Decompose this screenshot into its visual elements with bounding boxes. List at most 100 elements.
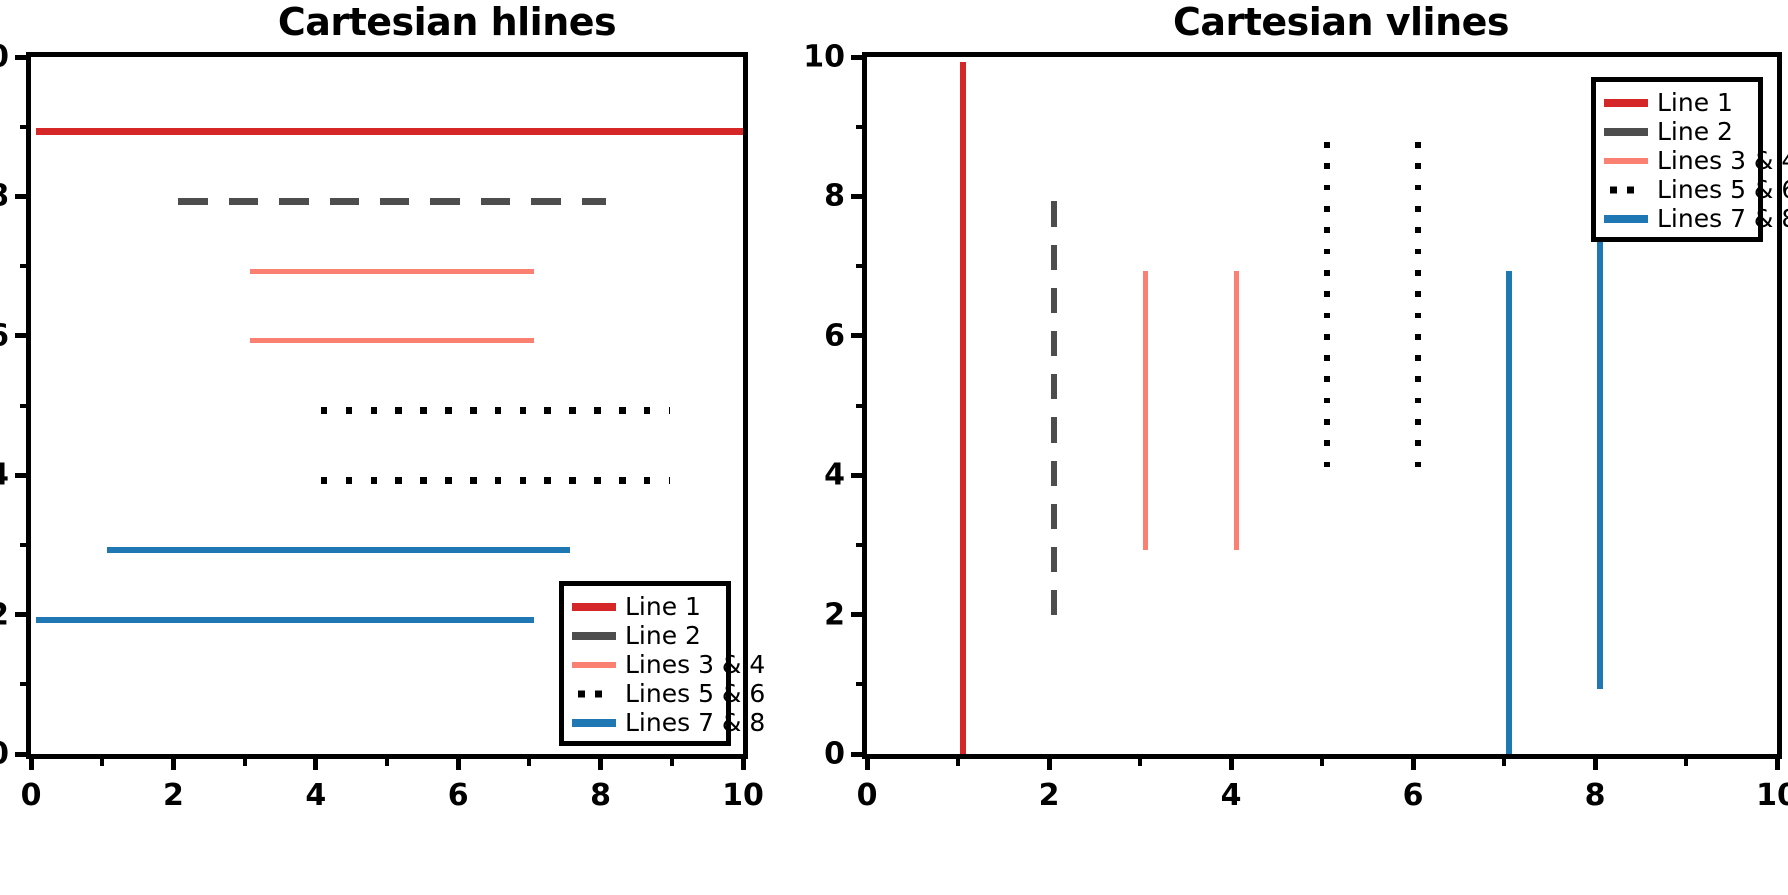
- data-line-2-seg: [228, 197, 259, 205]
- x-tick-major: [170, 756, 176, 770]
- y-tick-minor: [20, 124, 30, 129]
- y-tick-minor: [856, 682, 866, 687]
- data-line-6-seg: [569, 476, 576, 484]
- legend-item-5[interactable]: Lines 7 & 8: [572, 708, 765, 737]
- x-tick-label: 6: [1402, 778, 1424, 813]
- y-tick-label: 4: [0, 458, 9, 493]
- x-tick-major: [1228, 756, 1234, 770]
- data-line-2-seg: [1051, 547, 1057, 573]
- data-line-2-seg: [1051, 331, 1057, 357]
- data-line-2-seg: [1051, 417, 1057, 443]
- y-tick-major: [851, 193, 865, 199]
- data-line-5-seg: [668, 407, 670, 414]
- data-line-5-seg: [395, 407, 402, 414]
- data-line-5-seg: [1324, 206, 1330, 212]
- legend-swatch-dotted-icon: [572, 684, 616, 704]
- data-line-6-seg: [1415, 376, 1421, 383]
- data-line-2-seg: [279, 197, 309, 205]
- data-line-6-seg: [1415, 461, 1421, 468]
- x-tick-label: 4: [305, 778, 327, 813]
- legend-label: Lines 3 & 4: [1657, 146, 1788, 175]
- legend-item-1[interactable]: Line 1: [572, 592, 716, 621]
- x-tick-minor: [100, 756, 105, 766]
- data-line-2-seg: [480, 197, 511, 205]
- legend-item-3[interactable]: Lines 3 & 4: [572, 650, 765, 679]
- y-tick-label: 0: [0, 737, 9, 772]
- x-tick-label: 8: [1584, 778, 1606, 813]
- plot-inner-vlines: [867, 57, 1777, 754]
- legend-item-4[interactable]: Lines 5 & 6: [1604, 175, 1788, 204]
- data-line-5-seg: [643, 407, 651, 414]
- legend-label: Line 1: [625, 592, 701, 621]
- data-line-5-seg: [420, 407, 427, 414]
- legend-item-1[interactable]: Line 1: [1604, 88, 1748, 117]
- legend-item-3[interactable]: Lines 3 & 4: [1604, 146, 1788, 175]
- data-line-6-seg: [619, 476, 626, 484]
- legend-swatch-solid-icon: [572, 655, 616, 675]
- data-line-5-seg: [469, 407, 477, 414]
- y-tick-major: [15, 54, 29, 60]
- y-tick-minor: [856, 542, 866, 547]
- data-line-5-seg: [1324, 227, 1330, 234]
- legend-item-2[interactable]: Line 2: [1604, 117, 1748, 146]
- legend-label: Lines 7 & 8: [625, 708, 766, 737]
- legend-label: Line 1: [1657, 88, 1733, 117]
- x-tick-minor: [956, 756, 960, 766]
- data-line-6-seg: [1415, 291, 1421, 297]
- data-line-2-seg: [430, 197, 460, 205]
- legend-label: Line 2: [625, 621, 701, 650]
- y-tick-major: [851, 54, 865, 60]
- y-tick-minor: [856, 124, 866, 129]
- x-tick-label: 0: [856, 778, 878, 813]
- legend-swatch-solid-icon: [1604, 151, 1648, 171]
- data-line-5-seg: [1324, 248, 1330, 255]
- plot-inner-hlines: [31, 57, 743, 754]
- data-line-6-seg: [445, 476, 452, 484]
- y-tick-major: [15, 472, 29, 478]
- data-line-6-seg: [643, 476, 651, 484]
- data-line-6-seg: [395, 476, 402, 484]
- data-line-2-seg: [1051, 287, 1057, 313]
- data-line-6-seg: [1415, 248, 1421, 255]
- x-tick-major: [1046, 756, 1052, 770]
- x-tick-label: 6: [447, 778, 469, 813]
- legend-label: Lines 3 & 4: [625, 650, 766, 679]
- y-tick-major: [851, 751, 865, 757]
- data-line-6-seg: [1415, 355, 1421, 361]
- y-tick-label: 8: [824, 178, 845, 214]
- legend-item-4[interactable]: Lines 5 & 6: [572, 679, 765, 708]
- data-line-6-seg: [494, 476, 502, 484]
- data-line-5-seg: [1324, 419, 1330, 425]
- data-line-5-seg: [1324, 312, 1330, 319]
- x-tick-minor: [669, 756, 674, 766]
- y-tick-label: 10: [803, 39, 845, 75]
- data-line-6-seg: [1415, 333, 1421, 340]
- legend-item-2[interactable]: Line 2: [572, 621, 716, 650]
- data-line-5-seg: [619, 407, 626, 414]
- y-tick-minor: [20, 542, 30, 547]
- data-line-6-seg: [1415, 397, 1421, 404]
- data-line-2-seg: [380, 197, 410, 205]
- data-line-5-seg: [1324, 184, 1330, 191]
- legend-label: Lines 7 & 8: [1657, 204, 1788, 233]
- y-tick-minor: [20, 682, 30, 687]
- legend-swatch-solid-icon: [572, 713, 616, 733]
- y-tick-major: [15, 193, 29, 199]
- y-tick-label: 4: [824, 457, 845, 493]
- data-line-6-seg: [1415, 184, 1421, 191]
- x-tick-major: [313, 756, 319, 770]
- legend-item-5[interactable]: Lines 7 & 8: [1604, 204, 1788, 233]
- y-tick-major: [851, 333, 865, 339]
- data-line-4: [1233, 271, 1239, 550]
- data-line-6-seg: [594, 476, 601, 484]
- legend-label: Line 2: [1657, 117, 1733, 146]
- y-tick-major: [851, 472, 865, 478]
- data-line-6-seg: [1415, 163, 1421, 170]
- data-line-5-seg: [1324, 397, 1330, 404]
- data-line-6-seg: [1415, 269, 1421, 276]
- data-line-6-seg: [668, 476, 670, 484]
- y-tick-label: 6: [824, 318, 845, 354]
- data-line-1: [36, 128, 743, 136]
